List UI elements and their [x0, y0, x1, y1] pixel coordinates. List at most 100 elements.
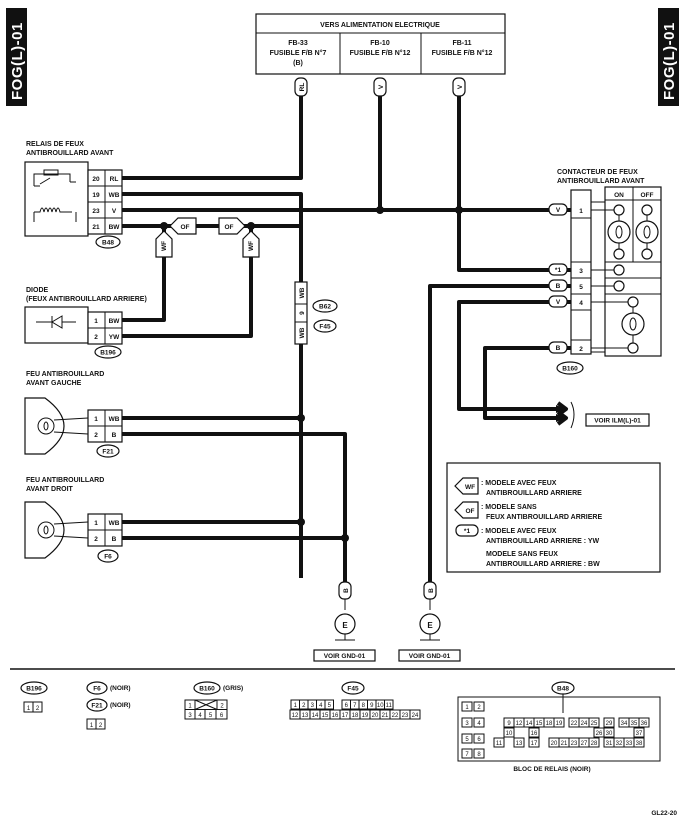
lamp-left-pin-1: 1 [94, 416, 98, 423]
pin-cell [473, 748, 485, 759]
wire-diode-yw [122, 226, 253, 338]
fuse-fb10-name: FUSIBLE F/B N°12 [350, 49, 411, 57]
footer-b196: B196 1 2 [20, 681, 48, 713]
splice-connector-b62: B62 [319, 304, 331, 311]
relay-color-bw: BW [109, 224, 121, 231]
ground-left-symbol: E [342, 621, 348, 630]
lamp-left-bulb-icon [43, 421, 49, 431]
switch-illum-icon [629, 317, 637, 331]
diode-title-2: (FEUX ANTIBROUILLARD ARRIERE) [26, 296, 147, 303]
pin-cell [528, 737, 540, 748]
switch-pin-2: 2 [579, 346, 583, 353]
pin-number: 17 [342, 713, 349, 719]
pin-number: 20 [372, 713, 379, 719]
fog-switch: CONTACTEUR DE FEUX ANTIBROUILLARD AVANT … [556, 169, 662, 375]
fog-lamp-right: FEU ANTIBROUILLARD AVANT DROIT 1 2 WB B … [24, 477, 123, 563]
fuse-fb33-note: (B) [293, 60, 303, 67]
lamp-right-pin-2: 2 [94, 536, 98, 543]
pin-number: 21 [561, 741, 568, 747]
pin-cell [603, 717, 615, 728]
wire-switch-2-ilm [483, 346, 571, 420]
of-arrow-2: OF [218, 217, 246, 235]
pin-number: 2 [302, 703, 306, 709]
pin-number: 18 [546, 721, 553, 727]
lamp-right-pin-1: 1 [94, 520, 98, 527]
of-arrow-1: OF [169, 217, 197, 235]
pin-number: 15 [536, 721, 543, 727]
switch-tag-v-1: V [556, 207, 561, 214]
switch-on-label: ON [614, 192, 624, 199]
pin-cell [473, 701, 485, 712]
lamp-right-title-1: FEU ANTIBROUILLARD [26, 477, 104, 484]
pin-number: 18 [352, 713, 359, 719]
wire-v-fb11 [457, 96, 571, 272]
pin-cell [461, 733, 473, 744]
pin-number: 32 [616, 741, 623, 747]
lamp-left-connector: F21 [102, 449, 114, 456]
figure-code: GL22-20 [651, 810, 677, 817]
pin-number: 11 [386, 703, 393, 709]
footer-f21-label: F21 [91, 703, 103, 710]
footer-b48-label: B48 [557, 686, 569, 693]
pin-cell [588, 737, 600, 748]
pin-number: 5 [465, 737, 469, 743]
legend-line5: MODELE SANS FEUX [486, 551, 558, 558]
pin-cell [638, 717, 650, 728]
ilm-reference-label: VOIR ILM(L)-01 [594, 418, 641, 425]
of-label-1: OF [180, 224, 189, 231]
side-tab-right-label: FOG(L)-01 [661, 22, 678, 100]
of-label-2: OF [224, 224, 233, 231]
wire-v-fb10 [378, 96, 571, 212]
switch-pin-5: 5 [579, 284, 583, 291]
splice-pin: 9 [299, 311, 306, 315]
pin-cell [493, 737, 505, 748]
pin-number: 12 [292, 713, 299, 719]
pin-number: 3 [311, 703, 315, 709]
wf-arrow-2: WF [242, 230, 260, 258]
relay-pin-20: 20 [92, 176, 100, 183]
pin-cell [384, 699, 394, 710]
splice-connector-f45: F45 [319, 324, 331, 331]
legend-star-line1: : MODELE AVEC FEUX [481, 528, 557, 535]
pin-number: 37 [636, 731, 643, 737]
switch-pin-1: 1 [579, 208, 583, 215]
lamp-left-pin-2: 2 [94, 432, 98, 439]
splice-connector: WB 9 WB B62 F45 [294, 281, 338, 345]
power-title: VERS ALIMENTATION ELECTRIQUE [320, 22, 440, 29]
relay-color-wb: WB [109, 192, 120, 199]
lamp-left-color-b: B [112, 432, 117, 439]
splice-color-top: WB [299, 287, 306, 298]
switch-title-2: ANTIBROUILLARD AVANT [557, 178, 645, 185]
power-wire-tags: RL V V [294, 77, 466, 97]
pin-number: 21 [382, 713, 389, 719]
pin-number: 8 [477, 752, 481, 758]
diode-symbol-icon [36, 315, 76, 329]
pin-number: 38 [636, 741, 643, 747]
pin-number: 34 [621, 721, 628, 727]
switch-off-label: OFF [641, 192, 654, 199]
pin-number: 35 [631, 721, 638, 727]
pin-number: 19 [556, 721, 563, 727]
switch-tag-b-1: B [556, 283, 561, 290]
switch-title-1: CONTACTEUR DE FEUX [557, 169, 638, 176]
pin-cell [588, 717, 600, 728]
relay-color-rl: RL [110, 176, 119, 183]
fuse-fb11-name: FUSIBLE F/B N°12 [432, 49, 493, 57]
relay-contact-icon [33, 173, 76, 187]
relay-pin-23: 23 [92, 208, 100, 215]
footer-f6-label: F6 [93, 686, 101, 693]
legend-line6: ANTIBROUILLARD ARRIERE : BW [486, 561, 600, 568]
pin-number: 28 [591, 741, 598, 747]
wire-switch-4-ilm [457, 300, 571, 411]
fuse-fb11-id: FB-11 [452, 40, 471, 47]
power-supply-box: VERS ALIMENTATION ELECTRIQUE FB-33 FUSIB… [255, 13, 506, 75]
diode-connector: B196 [100, 350, 116, 357]
lamp-left-title-2: AVANT GAUCHE [26, 380, 82, 387]
footer-f21-note: (NOIR) [110, 702, 131, 709]
legend-star-tag: *1 [464, 528, 471, 535]
relay: RELAIS DE FEUX ANTIBROUILLARD AVANT 20 1… [24, 141, 123, 249]
pin-number: 13 [516, 741, 523, 747]
